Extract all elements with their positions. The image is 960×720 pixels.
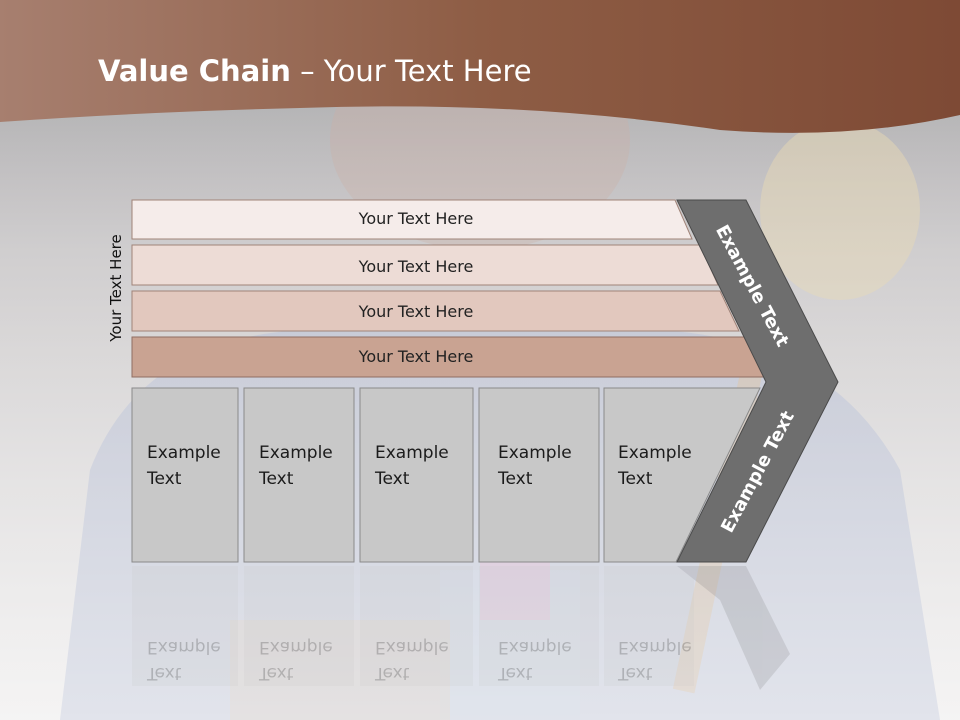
bar-1[interactable] [131, 199, 693, 240]
activity-box-5[interactable] [603, 387, 761, 563]
reflection-text-2-line1: Example [259, 637, 333, 657]
reflection-text-3-line2: Text [375, 663, 410, 683]
chevron-arrow[interactable] [676, 199, 839, 563]
box-text-3-line2: Text [375, 469, 410, 489]
box-text-1-line2: Text [147, 469, 182, 489]
bar-label-1: Your Text Here [358, 209, 474, 228]
reflection-text-1: Text Example [147, 634, 221, 686]
reflection-text-4-line1: Example [498, 637, 572, 657]
activity-box-2[interactable] [243, 387, 355, 563]
box-text-1-line1: Example [147, 443, 221, 463]
activity-box-4[interactable] [478, 387, 600, 563]
title-rest: – Your Text Here [290, 54, 532, 88]
box-text-4-line1: Example [498, 443, 572, 463]
box-text-2-line2: Text [259, 469, 294, 489]
reflection-text-3-line1: Example [375, 637, 449, 657]
box-text-5-line2: Text [618, 469, 653, 489]
box-text-5-line1: Example [618, 443, 692, 463]
box-text-3-line1: Example [375, 443, 449, 463]
bar-3[interactable] [131, 290, 740, 332]
activity-box-3[interactable] [359, 387, 474, 563]
slide-title: Value Chain – Your Text Here [98, 54, 532, 88]
bar-label-2: Your Text Here [358, 257, 474, 276]
box-text-4-line2: Text [498, 469, 533, 489]
reflection-text-2-line2: Text [259, 663, 294, 683]
reflection-text-5-line1: Example [618, 637, 692, 657]
reflection-text-2: Text Example [259, 634, 333, 686]
reflection-text-4-line2: Text [498, 663, 533, 683]
reflection-text-5-line2: Text [618, 663, 653, 683]
title-banner [0, 0, 960, 133]
reflection-text-4: Text Example [498, 634, 572, 686]
title-bold: Value Chain [98, 54, 291, 88]
reflection-text-1-line2: Text [147, 663, 182, 683]
bar-label-4: Your Text Here [358, 347, 474, 366]
activity-box-1[interactable] [131, 387, 239, 563]
reflection [132, 566, 790, 690]
reflection-text-5: Text Example [618, 634, 692, 686]
bar-2[interactable] [131, 244, 719, 286]
reflection-text-1-line1: Example [147, 637, 221, 657]
reflection-text-3: Text Example [375, 634, 449, 686]
box-text-2-line1: Example [259, 443, 333, 463]
bar-label-3: Your Text Here [358, 302, 474, 321]
